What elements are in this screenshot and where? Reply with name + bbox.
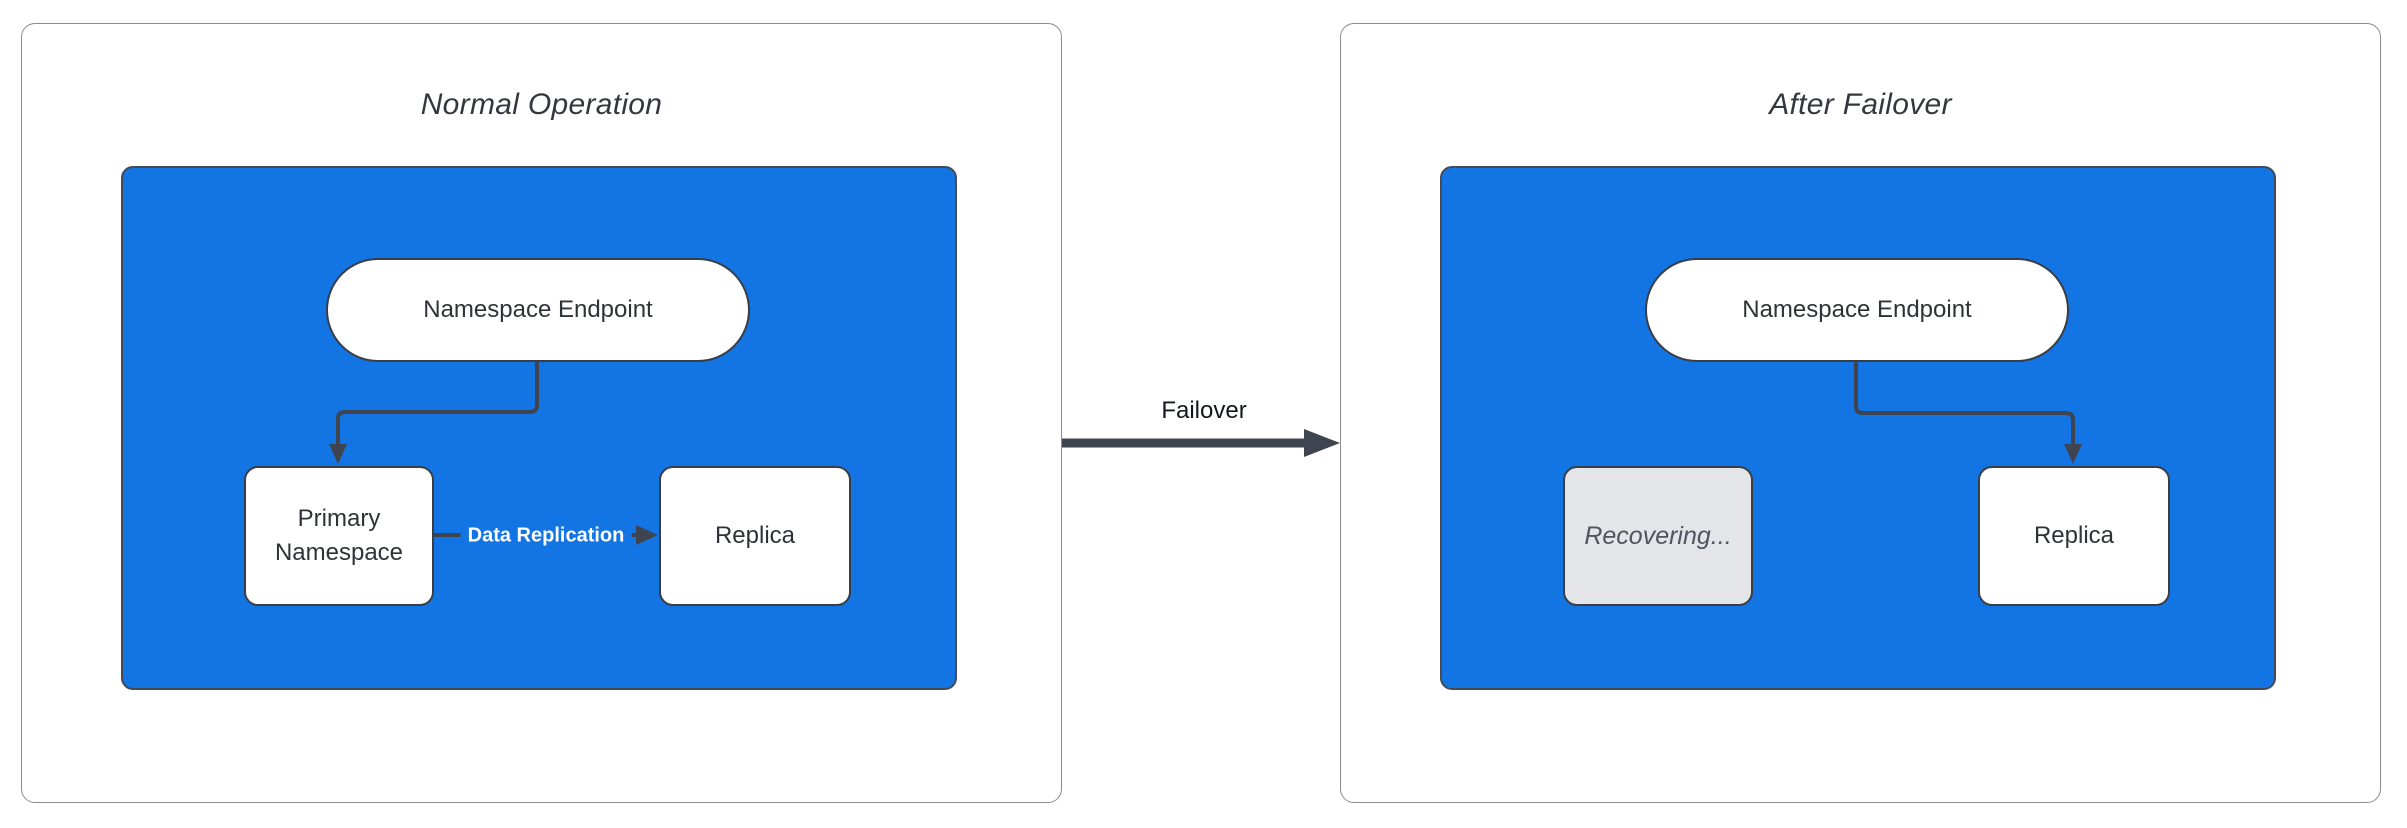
panel-title-normal-operation: Normal Operation: [420, 88, 663, 121]
after-failover-panel: After Failover Namespace Endpoint Recove…: [1340, 23, 2381, 803]
replica-node-failover: Replica: [1978, 466, 2170, 606]
namespace-cluster-normal: [121, 166, 957, 690]
failover-arrowhead: [1304, 429, 1340, 457]
data-replication-edge-label: Data Replication: [460, 522, 632, 550]
replica-node-normal: Replica: [659, 466, 851, 606]
namespace-endpoint-node: Namespace Endpoint: [326, 258, 750, 362]
namespace-cluster-failover: [1440, 166, 2276, 690]
panel-title-after-failover: After Failover: [1769, 88, 1952, 121]
normal-operation-panel: Normal Operation Namespace Endpoint Prim…: [21, 23, 1062, 803]
replica-label-failover: Replica: [2033, 522, 2115, 549]
primary-namespace-label: Primary Namespace: [274, 505, 404, 566]
primary-namespace-node: Primary Namespace: [244, 466, 434, 606]
namespace-endpoint-node-failover: Namespace Endpoint: [1645, 258, 2069, 362]
namespace-endpoint-label-failover: Namespace Endpoint: [1742, 296, 1972, 323]
recovering-node: Recovering...: [1563, 466, 1753, 606]
namespace-endpoint-label: Namespace Endpoint: [423, 296, 653, 323]
failover-transition-label: Failover: [1157, 397, 1251, 425]
recovering-label: Recovering...: [1584, 522, 1732, 550]
replica-label-normal: Replica: [714, 522, 796, 549]
